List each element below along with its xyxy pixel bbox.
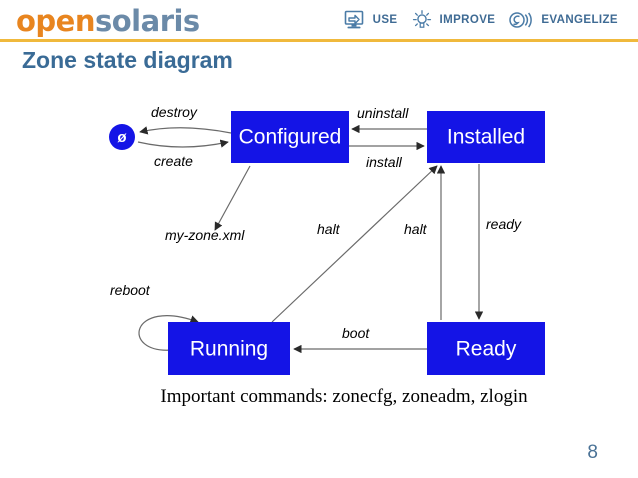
edge-label-ready: ready bbox=[486, 216, 522, 232]
state-installed-label: Installed bbox=[447, 126, 525, 149]
opensolaris-logo: opensolaris bbox=[16, 4, 200, 38]
state-running[interactable]: Running bbox=[168, 322, 290, 375]
edge-label-uninstall: uninstall bbox=[357, 105, 409, 121]
header-nav: USE IMPROVE bbox=[344, 10, 624, 30]
edge-label-my-zone-xml: my-zone.xml bbox=[165, 227, 245, 243]
edge-create bbox=[137, 139, 229, 148]
page-title: Zone state diagram bbox=[22, 47, 233, 73]
edge-label-boot: boot bbox=[342, 325, 370, 341]
broadcast-icon bbox=[508, 10, 534, 30]
start-node: ø bbox=[109, 124, 135, 150]
header-divider bbox=[0, 39, 638, 42]
edge-label-reboot: reboot bbox=[110, 282, 151, 298]
state-running-label: Running bbox=[190, 338, 268, 361]
edge-my-zone-xml bbox=[214, 165, 251, 231]
nav-label-improve: IMPROVE bbox=[439, 14, 496, 26]
nav-label-evangelize: EVANGELIZE bbox=[541, 14, 618, 26]
nav-label-use: USE bbox=[372, 14, 398, 26]
state-ready[interactable]: Ready bbox=[427, 322, 545, 375]
page-header: opensolaris USE bbox=[0, 0, 638, 42]
logo-open-text: open bbox=[16, 4, 96, 38]
state-ready-label: Ready bbox=[456, 338, 517, 361]
logo-solaris-text: solaris bbox=[95, 4, 200, 38]
state-configured-label: Configured bbox=[239, 126, 342, 149]
state-configured[interactable]: Configured bbox=[231, 111, 349, 163]
edge-reboot bbox=[138, 315, 199, 351]
edge-label-create: create bbox=[154, 153, 193, 169]
state-installed[interactable]: Installed bbox=[427, 111, 545, 163]
edge-label-halt-ready: halt bbox=[404, 221, 428, 237]
edge-halt-running bbox=[271, 165, 438, 323]
monitor-arrow-icon bbox=[344, 10, 366, 30]
lightbulb-icon bbox=[411, 10, 433, 30]
edge-label-destroy: destroy bbox=[151, 104, 198, 120]
edge-destroy bbox=[139, 126, 232, 135]
page-number: 8 bbox=[587, 442, 598, 463]
edge-label-install: install bbox=[366, 154, 403, 170]
zone-state-diagram: ø Configured Installed Running Ready des… bbox=[0, 82, 638, 422]
edge-label-halt-running: halt bbox=[317, 221, 341, 237]
start-node-glyph: ø bbox=[117, 129, 127, 146]
diagram-caption: Important commands: zonecfg, zoneadm, zl… bbox=[160, 386, 528, 407]
